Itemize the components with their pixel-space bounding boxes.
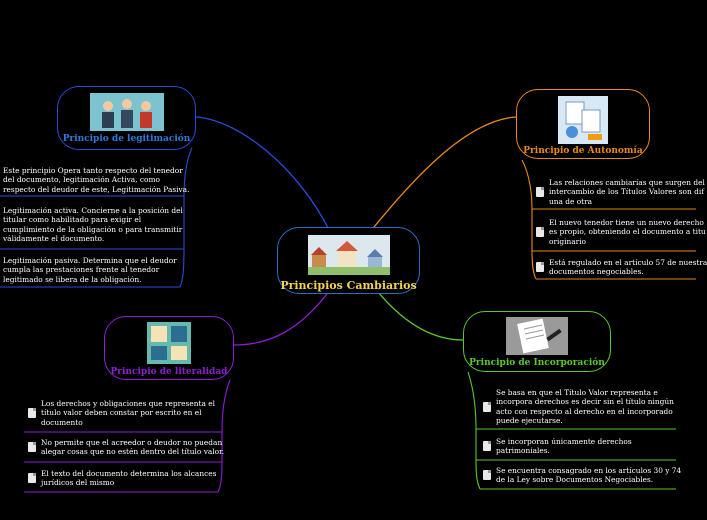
document-icon: [28, 473, 36, 484]
branch-legitimacion-title: Principio de legitimación: [62, 134, 191, 144]
autonomia-note-1: Las relaciones cambiarías que surgen del…: [536, 178, 705, 206]
branch-autonomia-title: Principio de Autonomía: [523, 146, 643, 156]
branch-literalidad-title: Principio de literalidad: [110, 367, 228, 377]
incorporacion-note-lines: [467, 371, 676, 490]
literalidad-note-lines: [24, 379, 231, 493]
central-topic[interactable]: Principios Cambiarios: [277, 227, 420, 294]
legitimacion-note-2: Legitimación activa. Concierne a la posi…: [3, 206, 183, 244]
literalidad-note-1: Los derechos y obligaciones que represen…: [28, 399, 224, 427]
legitimacion-note-1: Este principio Opera tanto respecto del …: [3, 166, 190, 194]
documents-illustration: [558, 96, 608, 144]
legitimacion-note-3: Legitimación pasiva. Determina que el de…: [3, 256, 177, 284]
document-icon: [483, 401, 491, 412]
link-incorporacion: [377, 291, 464, 341]
incorporacion-note-2: Se incorporan únicamente derechos patrim…: [483, 437, 679, 456]
incorporacion-note-1: Se basa en que el Título Valor represent…: [483, 388, 679, 426]
link-literalidad: [233, 289, 331, 346]
houses-illustration: [307, 235, 390, 275]
autonomia-note-2: El nuevo tenedor tiene un nuevo derecho …: [536, 218, 706, 246]
business-people-illustration: [89, 93, 164, 131]
document-icon: [536, 262, 544, 273]
signing-document-illustration: [506, 317, 568, 355]
document-icon: [536, 227, 544, 238]
document-icon: [483, 441, 491, 452]
document-icon: [28, 442, 36, 453]
document-tablet-illustration: [147, 322, 191, 364]
link-legitimacion: [195, 116, 331, 233]
central-topic-title: Principios Cambiarios: [280, 279, 417, 292]
branch-legitimacion[interactable]: Principio de legitimación: [57, 86, 196, 150]
branch-literalidad[interactable]: Principio de literalidad: [104, 316, 234, 380]
autonomia-note-lines: [521, 159, 696, 280]
literalidad-note-3: El texto del documento determina los alc…: [28, 469, 224, 488]
document-icon: [28, 408, 36, 419]
incorporacion-note-3: Se encuentra consagrado en los artículos…: [483, 466, 681, 485]
branch-autonomia[interactable]: Principio de Autonomía: [516, 89, 650, 159]
literalidad-note-2: No permite que el acreedor o deudor no p…: [28, 438, 224, 457]
autonomia-note-3: Está regulado en el artículo 57 de nuest…: [536, 258, 707, 277]
document-icon: [536, 187, 544, 198]
document-icon: [483, 470, 491, 481]
branch-incorporacion[interactable]: Principio de Incorporación: [463, 311, 611, 372]
branch-incorporacion-title: Principio de Incorporación: [469, 358, 605, 368]
link-autonomia: [369, 116, 517, 233]
legitimacion-note-lines: [0, 147, 193, 288]
